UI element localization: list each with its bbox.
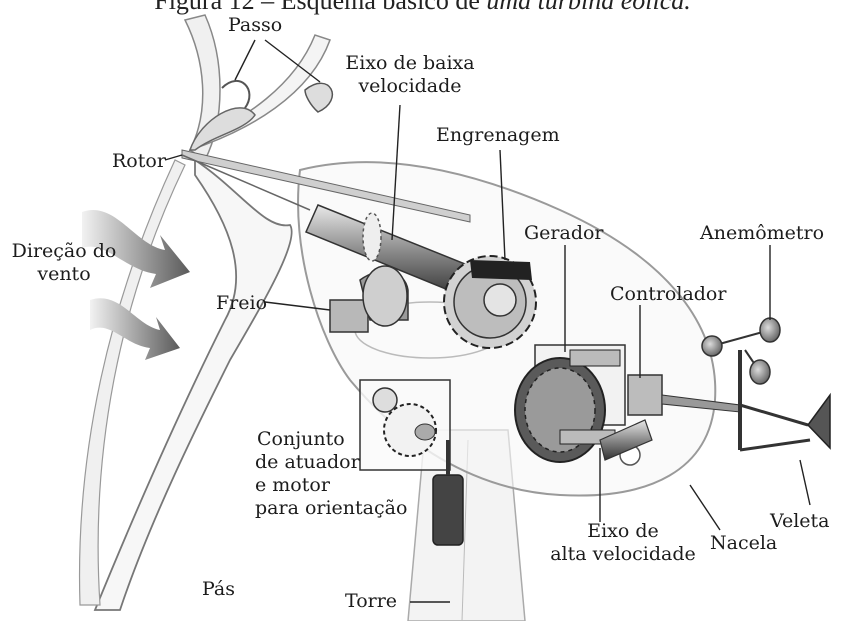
label-engrenagem: Engrenagem	[436, 124, 560, 147]
label-eixo-baixa: Eixo de baixa velocidade	[330, 52, 490, 98]
label-pas: Pás	[202, 578, 235, 601]
label-eixo-baixa-line1: Eixo de baixa	[330, 52, 490, 75]
label-conjunto-line3: e motor	[255, 474, 407, 497]
label-gerador: Gerador	[524, 222, 604, 245]
label-anemometro: Anemômetro	[700, 222, 824, 245]
label-conjunto: Conjunto de atuador e motor para orienta…	[255, 428, 407, 520]
wind-vane	[808, 395, 830, 448]
label-conjunto-line2: de atuador	[255, 451, 407, 474]
label-direcao-line1: Direção do	[3, 240, 125, 263]
label-eixo-alta-line2: alta velocidade	[548, 543, 698, 566]
label-conjunto-line1: Conjunto	[255, 428, 407, 451]
label-eixo-baixa-line2: velocidade	[330, 75, 490, 98]
label-rotor: Rotor	[112, 150, 166, 173]
label-nacela: Nacela	[710, 532, 777, 555]
label-passo: Passo	[228, 14, 282, 37]
label-freio: Freio	[216, 292, 267, 315]
label-veleta: Veleta	[770, 510, 830, 533]
label-torre: Torre	[345, 590, 397, 613]
label-eixo-alta: Eixo de alta velocidade	[548, 520, 698, 566]
label-controlador: Controlador	[610, 283, 726, 306]
label-eixo-alta-line1: Eixo de	[548, 520, 698, 543]
anemometer	[702, 318, 810, 450]
label-conjunto-line4: para orientação	[255, 497, 407, 520]
label-direcao-line2: vento	[3, 263, 125, 286]
label-direcao-vento: Direção do vento	[3, 240, 125, 286]
gearbox	[444, 256, 536, 348]
